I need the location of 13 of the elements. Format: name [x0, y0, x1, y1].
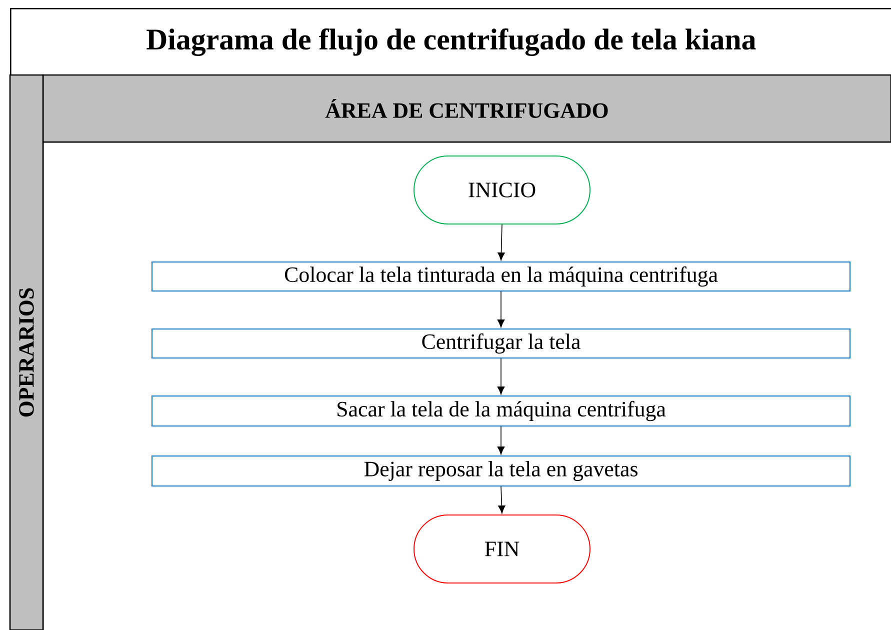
arrow — [498, 486, 506, 514]
arrow — [497, 291, 505, 328]
process-box: Dejar reposar la tela en gavetas — [152, 456, 850, 486]
process-box: Sacar la tela de la máquina centrifuga — [152, 396, 850, 426]
end-terminal: FIN — [414, 514, 590, 584]
lane-label: OPERARIOS — [9, 74, 44, 630]
process-box: Centrifugar la tela — [152, 328, 850, 358]
arrow — [497, 358, 505, 394]
arrow — [497, 426, 505, 454]
arrow — [498, 224, 505, 260]
start-terminal: INICIO — [414, 156, 590, 224]
title-bar: Diagrama de flujo de centrifugado de tela kiana — [10, 8, 891, 76]
process-box: Colocar la tela tinturada en la máquina centrifuga — [152, 262, 850, 292]
